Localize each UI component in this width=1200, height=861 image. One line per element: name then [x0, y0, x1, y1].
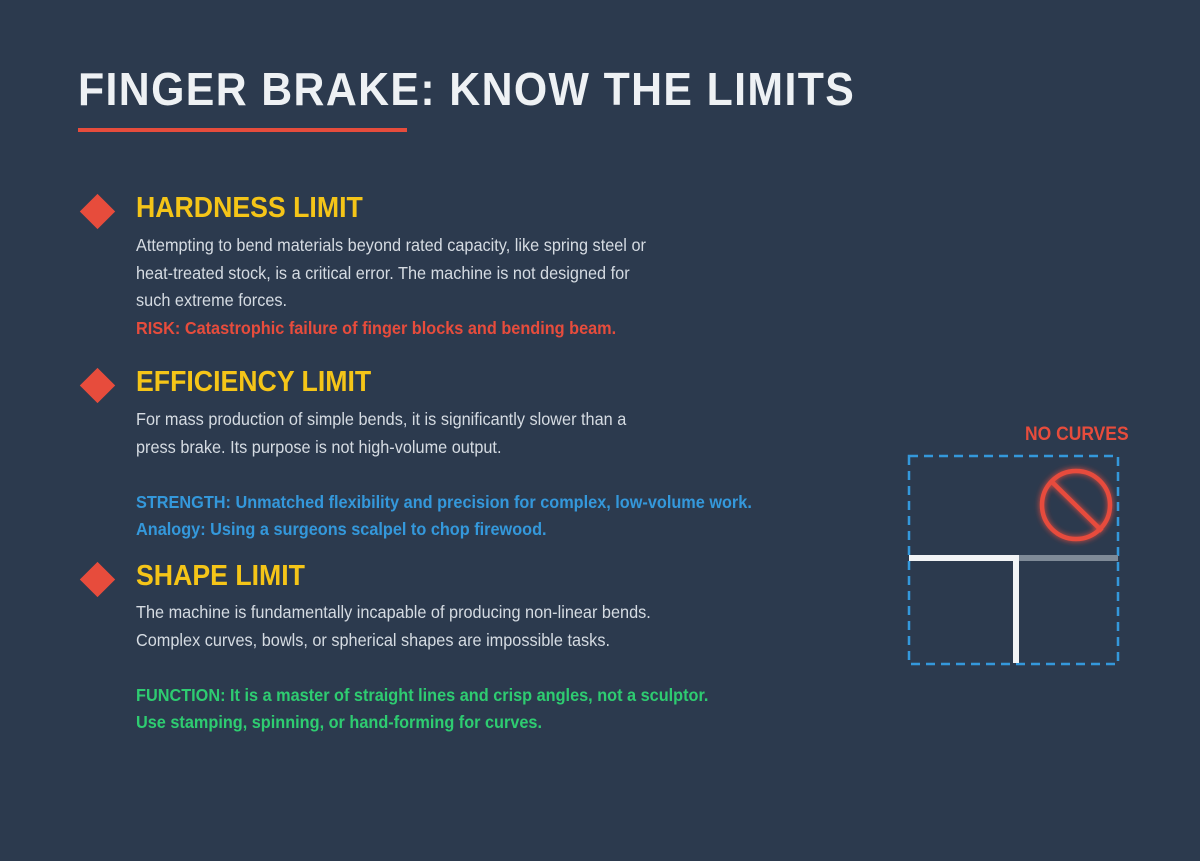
- diamond-bullet-icon: [79, 193, 116, 230]
- page-title: FINGER BRAKE: KNOW THE LIMITS: [78, 63, 856, 115]
- strength-note: STRENGTH: Unmatched flexibility and prec…: [136, 491, 752, 512]
- title-underline: [78, 128, 407, 132]
- section-body-shape: The machine is fundamentally incapable o…: [136, 599, 708, 737]
- body-line: For mass production of simple bends, it …: [136, 409, 627, 429]
- body-line: Attempting to bend materials beyond rate…: [136, 235, 646, 255]
- section-heading-shape: SHAPE LIMIT: [136, 560, 305, 592]
- no-curves-label: NO CURVES: [1025, 424, 1129, 445]
- function-note: FUNCTION: It is a master of straight lin…: [136, 684, 709, 705]
- body-line: The machine is fundamentally incapable o…: [136, 602, 651, 622]
- no-curves-diagram: [907, 454, 1120, 666]
- section-heading-hardness: HARDNESS LIMIT: [136, 192, 363, 224]
- risk-note: RISK: Catastrophic failure of finger blo…: [136, 317, 617, 338]
- body-line: heat-treated stock, is a critical error.…: [136, 262, 630, 283]
- diamond-bullet-icon: [79, 561, 116, 598]
- diamond-bullet-icon: [79, 367, 116, 404]
- body-line: such extreme forces.: [136, 290, 288, 310]
- prohibited-icon: [1039, 468, 1113, 542]
- section-body-hardness: Attempting to bend materials beyond rate…: [136, 232, 646, 342]
- section-body-efficiency: For mass production of simple bends, it …: [136, 406, 752, 544]
- section-heading-efficiency: EFFICIENCY LIMIT: [136, 366, 372, 398]
- body-line: Complex curves, bowls, or spherical shap…: [136, 629, 610, 650]
- analogy-note: Analogy: Using a surgeons scalpel to cho…: [136, 519, 547, 539]
- body-line: press brake. Its purpose is not high-vol…: [136, 436, 502, 457]
- function-note-2: Use stamping, spinning, or hand-forming …: [136, 712, 543, 732]
